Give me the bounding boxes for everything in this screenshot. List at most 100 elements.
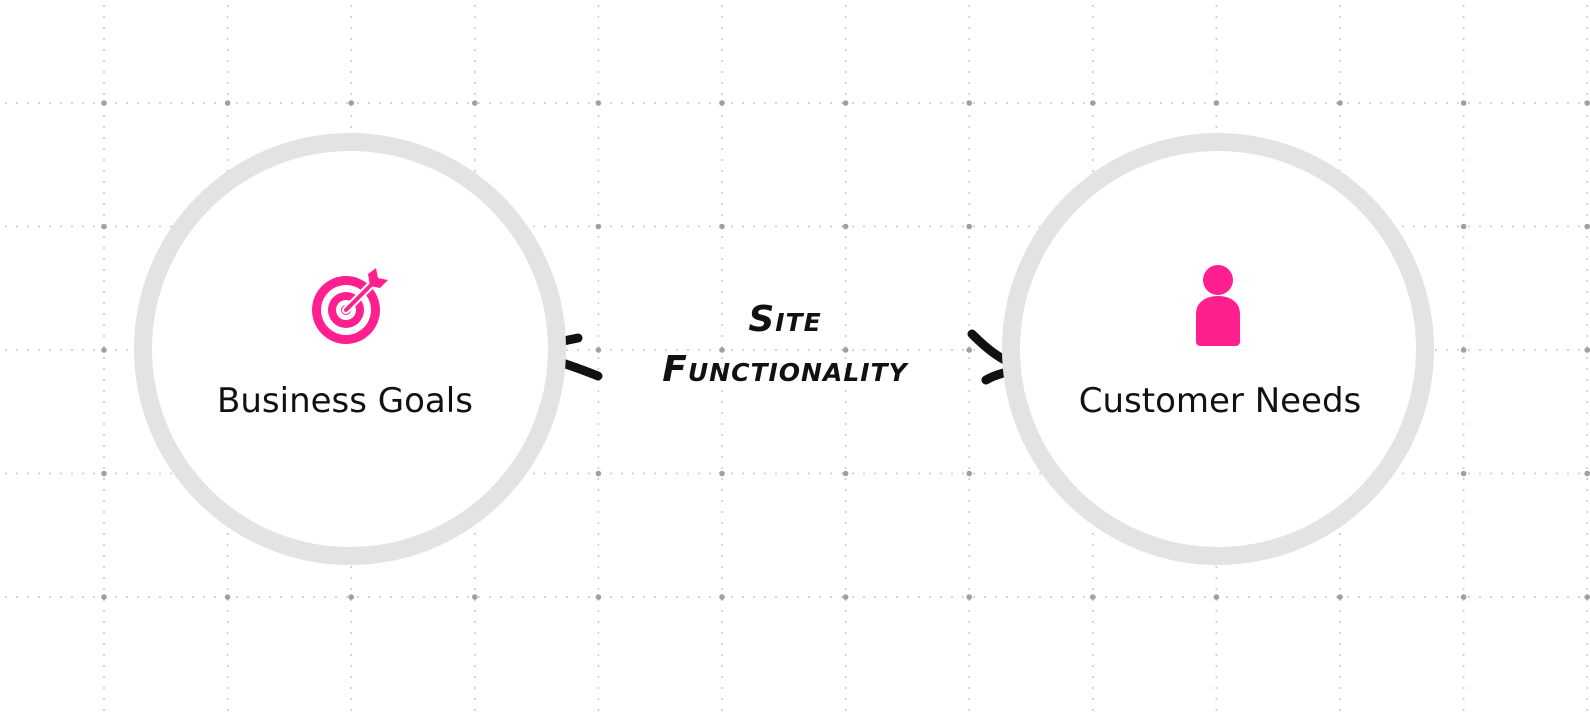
grid-dot xyxy=(1292,596,1294,598)
grid-dot xyxy=(588,102,590,104)
grid-dot xyxy=(1462,632,1465,634)
grid-dot xyxy=(103,137,105,139)
grid-dot xyxy=(1586,511,1589,513)
grid-dot xyxy=(1215,665,1218,667)
grid-dot xyxy=(27,225,29,228)
grid-dot xyxy=(115,596,117,598)
grid-dot xyxy=(1028,596,1030,598)
grid-dot xyxy=(1127,596,1129,598)
grid-dot xyxy=(103,390,105,392)
grid-dot xyxy=(1586,126,1589,128)
grid-dot xyxy=(226,5,229,7)
grid-dot xyxy=(709,596,711,598)
grid-dot xyxy=(511,596,513,598)
grid-intersection xyxy=(101,223,107,230)
grid-dot xyxy=(1462,27,1465,29)
grid-dot xyxy=(1149,102,1151,104)
grid-dot xyxy=(1339,643,1341,645)
grid-dot xyxy=(597,126,600,128)
grid-dot xyxy=(1435,596,1437,598)
grid-dot xyxy=(597,489,600,491)
grid-dot xyxy=(786,472,788,475)
grid-dot xyxy=(1215,60,1218,62)
grid-dot xyxy=(995,102,997,104)
grid-dot xyxy=(1586,544,1589,546)
grid-dot xyxy=(597,698,600,700)
grid-dot xyxy=(467,102,469,104)
customer-needs-node[interactable]: Customer Needs xyxy=(1002,133,1434,565)
grid-dot xyxy=(566,349,568,351)
grid-dot xyxy=(1586,5,1589,7)
grid-dot xyxy=(1501,225,1503,228)
grid-dot xyxy=(103,555,105,557)
grid-dot xyxy=(721,269,723,271)
grid-dot xyxy=(1339,27,1341,29)
grid-dot xyxy=(721,566,723,568)
grid-intersection xyxy=(842,594,849,600)
grid-dot xyxy=(830,596,832,598)
grid-dot xyxy=(1028,472,1030,475)
grid-dot xyxy=(1091,588,1094,590)
grid-dot xyxy=(1462,412,1465,414)
grid-dot xyxy=(896,596,898,598)
grid-dot xyxy=(885,102,887,104)
grid-dot xyxy=(226,148,229,150)
grid-dot xyxy=(597,313,600,315)
grid-dot xyxy=(995,225,997,228)
grid-dot xyxy=(226,93,229,95)
grid-dot xyxy=(1523,596,1525,598)
grid-dot xyxy=(721,665,723,667)
grid-intersection xyxy=(966,470,972,477)
grid-dot xyxy=(654,596,656,598)
grid-dot xyxy=(93,102,95,104)
grid-dot xyxy=(1586,379,1589,381)
grid-dot xyxy=(844,522,847,524)
grid-dot xyxy=(103,93,105,95)
grid-dot xyxy=(1091,5,1094,7)
grid-dot xyxy=(1435,472,1437,475)
grid-dot xyxy=(1578,349,1580,351)
grid-dot xyxy=(1586,621,1589,623)
grid-dot xyxy=(335,102,337,104)
grid-dot xyxy=(721,93,723,95)
grid-dot xyxy=(709,349,711,351)
grid-dot xyxy=(1215,687,1218,689)
grid-dot xyxy=(721,643,723,645)
grid-dot xyxy=(1435,225,1437,228)
grid-dot xyxy=(797,225,799,228)
grid-dot xyxy=(1380,596,1382,598)
grid-dot xyxy=(742,472,744,475)
grid-dot xyxy=(597,302,600,304)
grid-dot xyxy=(597,390,600,392)
grid-dot xyxy=(1215,632,1218,634)
grid-dot xyxy=(423,102,425,104)
grid-dot xyxy=(350,16,353,18)
grid-dot xyxy=(654,225,656,228)
grid-dot xyxy=(103,302,105,304)
grid-dot xyxy=(968,5,971,7)
grid-dot xyxy=(350,93,353,95)
grid-dot xyxy=(1586,170,1589,172)
business-goals-node[interactable]: Business Goals xyxy=(134,133,566,565)
grid-intersection xyxy=(1460,470,1467,477)
grid-dot xyxy=(226,610,229,612)
grid-dot xyxy=(597,401,600,403)
grid-dot xyxy=(721,291,723,293)
grid-dot xyxy=(968,214,971,216)
grid-dot xyxy=(5,225,7,228)
grid-dot xyxy=(60,349,62,351)
grid-dot xyxy=(350,698,353,700)
grid-dot xyxy=(1586,192,1589,194)
grid-intersection xyxy=(1584,470,1590,477)
grid-dot xyxy=(844,324,847,326)
grid-dot xyxy=(1204,102,1206,104)
grid-dot xyxy=(665,102,667,104)
grid-dot xyxy=(907,349,909,351)
grid-dot xyxy=(368,596,370,598)
grid-dot xyxy=(597,544,600,546)
grid-dot xyxy=(687,349,689,351)
grid-dot xyxy=(181,102,183,104)
grid-dot xyxy=(597,577,600,579)
grid-dot xyxy=(1105,102,1107,104)
grid-dot xyxy=(1586,115,1589,117)
